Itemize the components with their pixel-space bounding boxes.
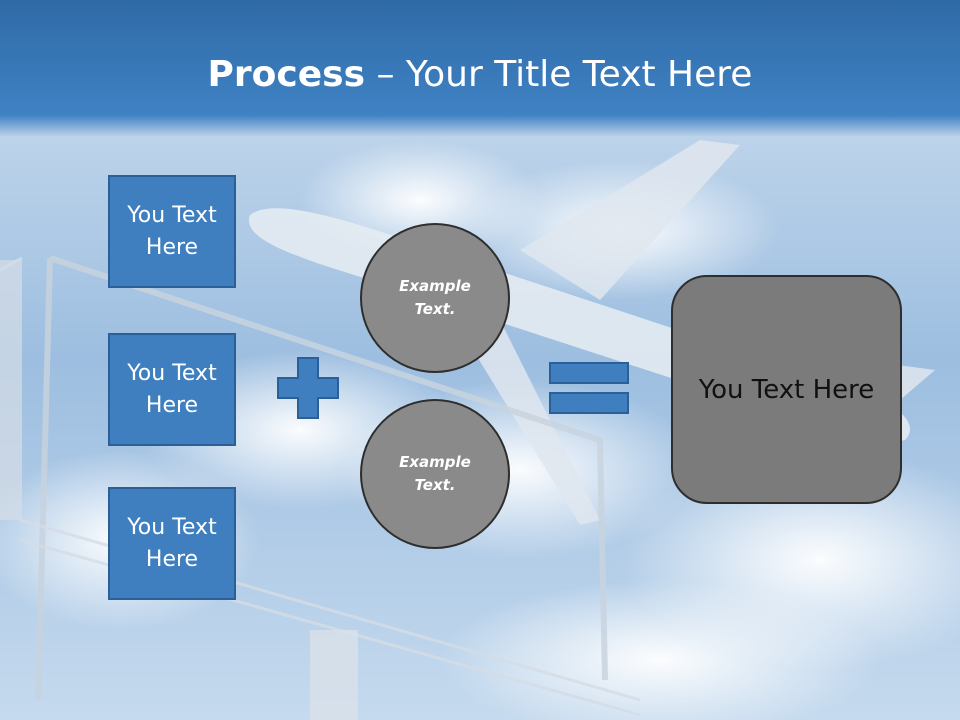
slide-title: Process – Your Title Text Here — [0, 52, 960, 98]
example-circle-1: Example Text. — [360, 223, 510, 373]
left-text-box-3: You Text Here — [108, 487, 236, 600]
slide-title-bold: Process — [207, 54, 366, 95]
plus-icon — [277, 357, 339, 419]
left-text-box-2: You Text Here — [108, 333, 236, 446]
equals-icon — [549, 362, 629, 414]
example-circle-2: Example Text. — [360, 399, 510, 549]
slide-title-rest: – Your Title Text Here — [365, 54, 753, 95]
left-text-box-1: You Text Here — [108, 175, 236, 288]
result-box: You Text Here — [671, 275, 902, 504]
